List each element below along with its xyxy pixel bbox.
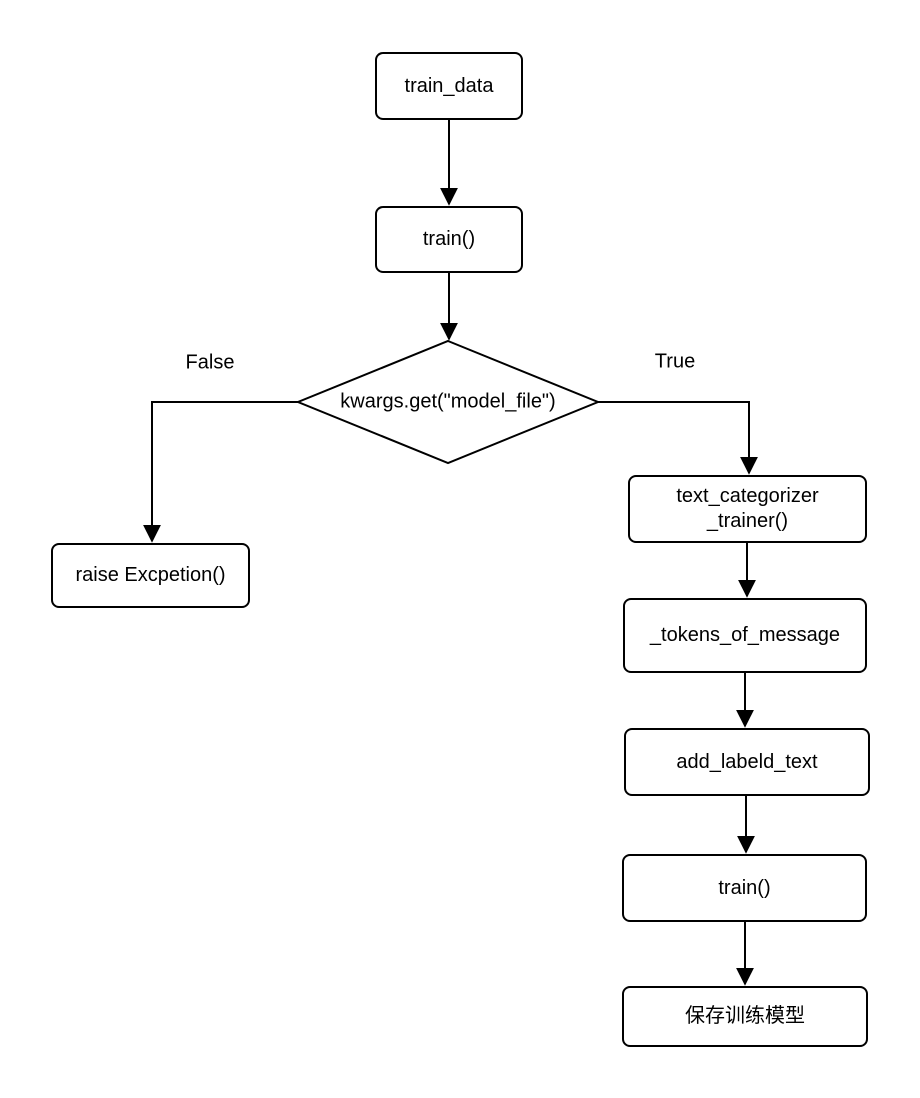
node-train-call-1: train()	[375, 206, 523, 273]
node-tokens-of-message: _tokens_of_message	[623, 598, 867, 673]
edge-true-branch	[598, 401, 758, 475]
edge-label-false: False	[185, 351, 235, 374]
node-decision-label: kwargs.get("model_file")	[340, 390, 556, 413]
decision-diamond-shape	[295, 339, 601, 465]
node-add-labeld-text: add_labeld_text	[624, 728, 870, 796]
edge-false-branch	[143, 401, 298, 543]
node-train-call-2: train()	[622, 854, 867, 922]
node-save-model: 保存训练模型	[622, 986, 868, 1047]
edge-label-true: True	[654, 350, 696, 373]
node-raise-exception: raise Excpetion()	[51, 543, 250, 608]
node-text-categorizer-trainer: text_categorizer _trainer()	[628, 475, 867, 543]
node-train-data: train_data	[375, 52, 523, 120]
